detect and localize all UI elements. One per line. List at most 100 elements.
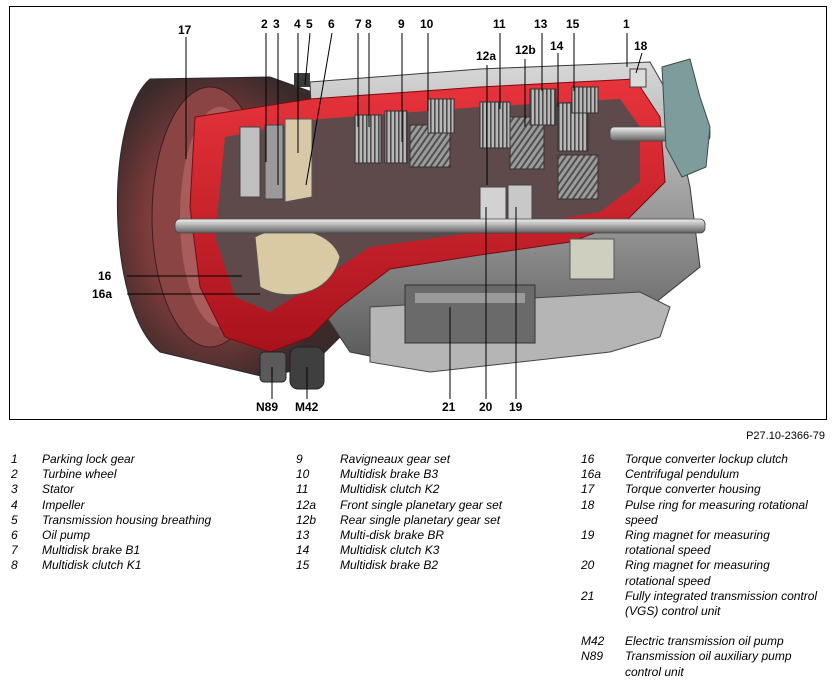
legend-number: M42 <box>581 634 605 649</box>
legend-text: Torque converter housing <box>625 482 761 497</box>
valve-body-detail <box>415 293 525 303</box>
callout-1: 1 <box>623 17 630 31</box>
turbine-wheel-shape <box>239 126 261 198</box>
legend-number: 16 <box>581 452 595 466</box>
legend-text: (VGS) control unit <box>625 604 721 619</box>
legend-number: N89 <box>581 649 604 664</box>
legend-text: Multidisk clutch K3 <box>340 543 440 558</box>
callout-4: 4 <box>294 17 301 31</box>
legend-item-continued: speed <box>581 513 831 528</box>
callout-16a: 16a <box>92 287 113 301</box>
legend-number: 5 <box>11 512 18 527</box>
legend-text: Impeller <box>42 497 85 512</box>
legend-item: 8 Multidisk clutch K1 <box>11 558 271 573</box>
callout-12b: 12b <box>515 43 536 57</box>
legend-item-continued: rotational speed <box>581 574 831 589</box>
aux-pump-unit-n89-shape <box>259 351 287 383</box>
legend-text: Multidisk clutch K1 <box>42 558 142 573</box>
side-bracket <box>569 238 615 280</box>
legend-text: rotational speed <box>625 543 711 558</box>
callout-12a: 12a <box>476 49 497 63</box>
callout-13: 13 <box>534 17 548 31</box>
planetary-12b-shape <box>557 154 599 200</box>
legend-text: Torque converter lockup clutch <box>625 452 788 466</box>
callout-10: 10 <box>420 17 434 31</box>
legend-text: Stator <box>42 482 75 497</box>
legend-item: 12a Front single planetary gear set <box>296 498 566 513</box>
legend-text: Rear single planetary gear set <box>340 512 501 527</box>
legend-number: 12b <box>296 512 317 527</box>
legend-number: 21 <box>581 588 595 603</box>
callout-18: 18 <box>634 39 648 53</box>
legend-number: 17 <box>581 482 595 497</box>
legend-number: 3 <box>11 482 18 497</box>
legend-number: 15 <box>296 558 310 573</box>
callout-11: 11 <box>493 17 506 31</box>
legend-text: Parking lock gear <box>42 452 135 466</box>
legend-item-continued: rotational speed <box>581 543 831 558</box>
legend-text: Multidisk clutch K2 <box>340 482 440 497</box>
legend-text: Ring magnet for measuring <box>625 528 770 543</box>
callout-N89: N89 <box>256 400 279 414</box>
legend-text: Multi-disk brake BR <box>340 528 445 543</box>
legend-spacer <box>581 619 831 634</box>
legend-text: Multidisk brake B3 <box>340 467 439 482</box>
impeller-shape <box>284 118 313 203</box>
legend-number: 13 <box>296 528 310 543</box>
callout-8: 8 <box>365 17 372 31</box>
legend-item-continued: control unit <box>581 665 831 680</box>
legend-number: 19 <box>581 528 595 543</box>
brake-b3-pack <box>427 98 455 134</box>
callout-M42: M42 <box>295 400 319 414</box>
callout-17: 17 <box>178 23 192 37</box>
legend-number: 14 <box>296 543 310 558</box>
legend-text: Turbine wheel <box>42 467 117 482</box>
main-shaft <box>174 218 706 234</box>
legend-column-2: 9 Ravigneaux gear set 10 Multidisk brake B… <box>296 452 566 574</box>
callout-3: 3 <box>273 17 280 31</box>
legend-number: 2 <box>11 467 18 482</box>
legend-text: control unit <box>625 664 684 679</box>
legend-number: 4 <box>11 497 18 512</box>
brake-br-pack <box>529 88 557 126</box>
legend-item: 14 Multidisk clutch K3 <box>296 543 566 558</box>
callout-20: 20 <box>479 400 493 414</box>
legend-item: 16 Torque converter lockup clutch <box>581 452 831 467</box>
legend-text: speed <box>625 512 658 527</box>
legend-number: 16a <box>581 467 602 482</box>
stator-shape <box>264 124 284 200</box>
legend-number: 12a <box>296 497 317 512</box>
leader-lines <box>127 32 643 399</box>
callout-16: 16 <box>98 269 112 283</box>
legend-text: Ravigneaux gear set <box>340 452 451 466</box>
legend-text: Transmission oil auxiliary pump <box>625 649 792 664</box>
legend-item: 9 Ravigneaux gear set <box>296 452 566 467</box>
legend-number: 10 <box>296 467 310 482</box>
legend-text: Front single planetary gear set <box>340 497 503 512</box>
legend-text: rotational speed <box>625 573 711 588</box>
legend-number: 8 <box>11 558 18 573</box>
legend-text: Multidisk brake B1 <box>42 543 141 558</box>
legend-item: 3 Stator <box>11 482 271 497</box>
clutch-k1-pack <box>384 110 408 164</box>
legend-item: N89 Transmission oil auxiliary pump <box>581 649 831 664</box>
legend-text: Electric transmission oil pump <box>625 634 784 649</box>
callout-5: 5 <box>306 17 313 31</box>
callout-9: 9 <box>398 17 405 31</box>
legend-number: 9 <box>296 452 303 466</box>
legend-number: 20 <box>581 558 595 573</box>
legend-text: Oil pump <box>42 528 91 543</box>
legend-item: 12b Rear single planetary gear set <box>296 513 566 528</box>
legend-item: 2 Turbine wheel <box>11 467 271 482</box>
legend-item: 17 Torque converter housing <box>581 482 831 497</box>
callout-15: 15 <box>566 17 580 31</box>
callout-19: 19 <box>509 400 523 414</box>
transmission-illustration <box>117 32 711 399</box>
